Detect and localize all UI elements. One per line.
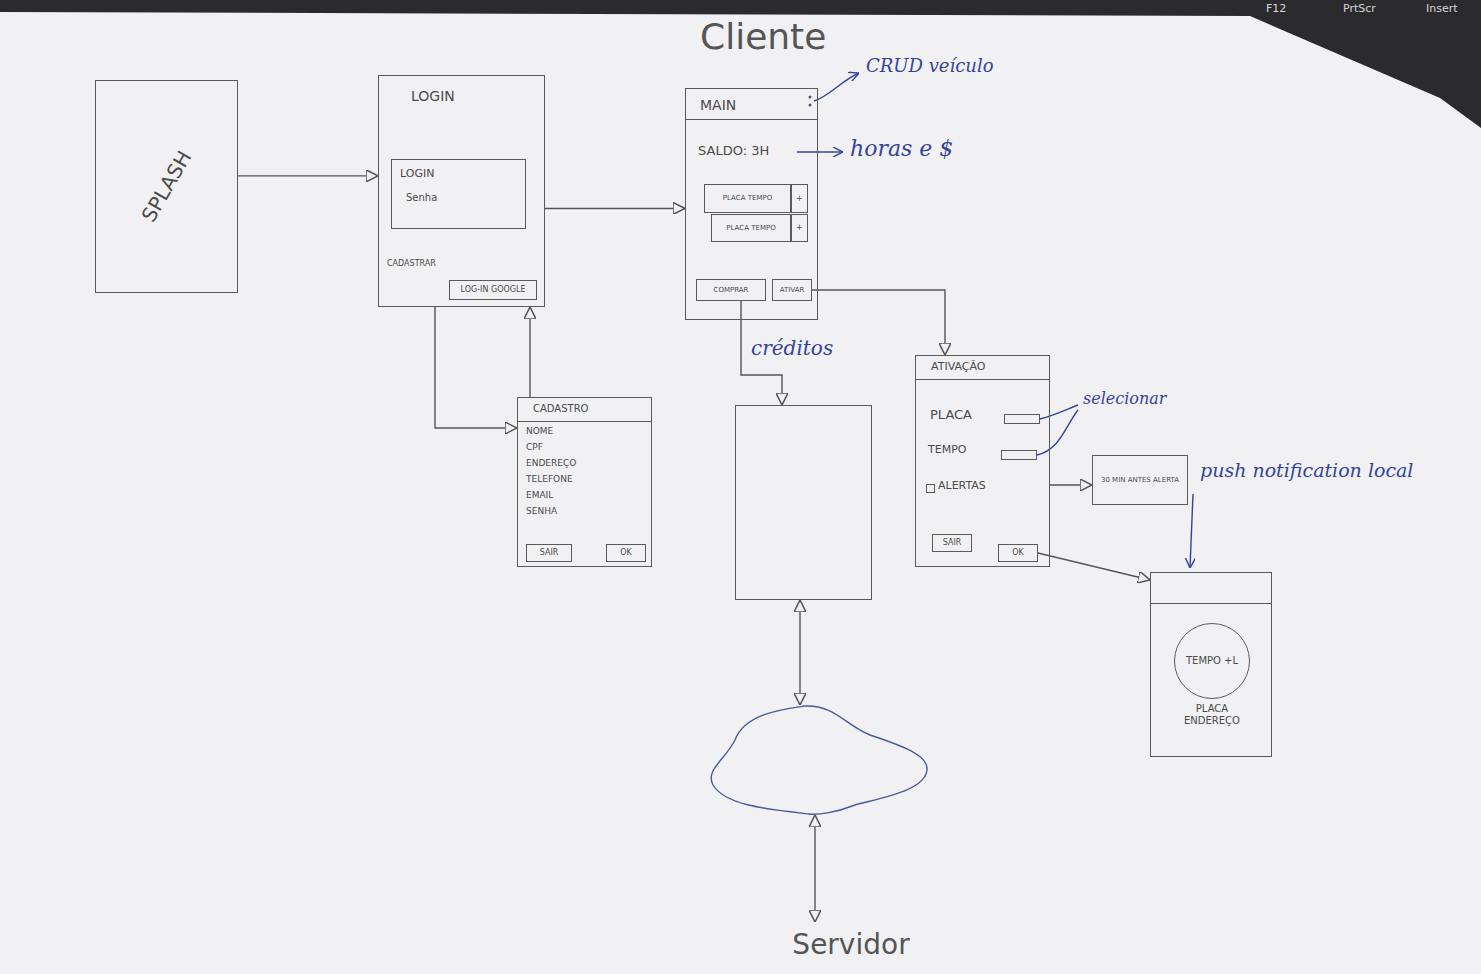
ok-button: OK — [606, 544, 646, 562]
flow-arrow — [1050, 484, 1092, 485]
annotation: CRUD veículo — [866, 56, 994, 77]
leader-line — [1040, 405, 1078, 419]
screen-text: SAIR — [943, 538, 962, 547]
screen-text: PLACA ENDEREÇO — [1172, 703, 1252, 726]
signup-screen: CADASTRO NOME CPF ENDEREÇO TELEFONE EMAIL SENH… — [517, 397, 652, 567]
screen-text: EMAIL — [526, 490, 553, 500]
exit-button: SAIR — [932, 534, 972, 552]
screen-text: SENHA — [526, 506, 557, 516]
screen-text: ATIVAÇÃO — [931, 361, 985, 374]
screen-text: SAIR — [540, 548, 559, 557]
activate-button: ATIVAR — [772, 279, 812, 301]
screen-text: ALERTAS — [938, 480, 986, 493]
ok-button: OK — [998, 544, 1038, 562]
buy-button: COMPRAR — [696, 279, 766, 301]
screen-text: NOME — [526, 426, 553, 436]
add-button: + — [791, 184, 808, 213]
screen-text: LOG-IN GOOGLE — [461, 285, 526, 294]
screen-text: Senha — [406, 192, 437, 204]
screen-text: PLACA TEMPO — [723, 194, 772, 202]
screen-text: COMPRAR — [714, 286, 749, 294]
screen-text: + — [796, 223, 803, 232]
input-field — [1001, 450, 1037, 460]
flow-arrow — [545, 208, 685, 209]
screen-text: OK — [1012, 548, 1024, 557]
flow-arrow — [238, 175, 378, 176]
flow-arrow — [435, 307, 517, 428]
alert-box: 30 MIN ANTES ALERTA — [1092, 455, 1188, 505]
keyboard-key: F12 — [1266, 3, 1286, 16]
menu-dot — [809, 104, 812, 107]
login-screen: LOGIN CADASTRAR LOGIN SenhaLOG-IN GOOGLE — [378, 75, 545, 307]
screen-text: + — [796, 194, 803, 203]
exit-button: SAIR — [526, 544, 572, 562]
cloud-shape — [705, 705, 930, 815]
flow-arrow — [1038, 553, 1150, 580]
flow-arrow — [799, 600, 800, 705]
screen-text: PLACA — [930, 408, 972, 423]
leader-line — [1190, 494, 1193, 568]
activation-screen: ATIVAÇÃO PLACA TEMPO ALERTAS SAIR OK — [915, 355, 1050, 567]
splash-screen: SPLASH — [95, 80, 238, 293]
screen-text: MAIN — [700, 97, 736, 113]
screen-text: SALDO: 3H — [698, 144, 769, 159]
screen-text: TEMPO +L — [1184, 655, 1240, 667]
credits-screen — [735, 405, 872, 600]
screen-text: TEMPO — [928, 444, 966, 457]
add-button: + — [791, 214, 808, 242]
cloud — [705, 705, 930, 815]
checkbox — [926, 484, 935, 493]
header-bar — [1151, 573, 1271, 604]
screen-text: ENDEREÇO — [526, 458, 576, 468]
timer-circle: TEMPO +L — [1174, 623, 1250, 699]
screen-text: CPF — [526, 442, 543, 452]
leader-line — [797, 151, 843, 152]
screen-text: PLACA TEMPO — [726, 224, 775, 232]
screen-text: ATIVAR — [780, 286, 805, 294]
annotation: selecionar — [1083, 390, 1166, 408]
screen-text: TELEFONE — [526, 474, 573, 484]
screen-text: LOGIN — [400, 168, 434, 181]
cloud-outline — [711, 706, 927, 814]
edge-label: créditos — [749, 337, 835, 360]
menu-dot — [809, 96, 812, 99]
leader-line — [814, 73, 859, 101]
timer-screen: PLACA ENDEREÇO TEMPO +L — [1150, 572, 1272, 757]
keyboard-key: PrtScr — [1343, 3, 1376, 16]
flow-arrow — [529, 307, 530, 397]
screen-text: CADASTRO — [533, 403, 588, 415]
keyboard-key: Insert — [1426, 3, 1458, 16]
google-button: LOG-IN GOOGLE — [449, 280, 537, 300]
screen-text: CADASTRAR — [387, 259, 436, 268]
flow-arrow — [814, 815, 815, 922]
main-screen: MAIN SALDO: 3H PLACA TEMPO + PLACA TEMPO + COM… — [685, 88, 818, 320]
vehicle-item: PLACA TEMPO — [711, 214, 791, 242]
leader-line — [1037, 410, 1078, 455]
input-field — [1004, 414, 1040, 424]
screen-text: Servidor — [792, 929, 909, 961]
annotation: push notification local — [1200, 460, 1413, 482]
screen-text: LOGIN — [411, 88, 455, 104]
screen-text: SPLASH — [137, 147, 196, 226]
screen-text: OK — [620, 548, 632, 557]
server-label: Servidor — [776, 922, 926, 968]
annotation: horas e $ — [850, 136, 953, 161]
diagram-title: Cliente — [700, 16, 826, 57]
screen-text: 30 MIN ANTES ALERTA — [1100, 476, 1180, 484]
login-form: LOGIN Senha — [391, 159, 526, 229]
vehicle-item: PLACA TEMPO — [704, 184, 791, 213]
keyboard-corner — [0, 0, 1481, 128]
